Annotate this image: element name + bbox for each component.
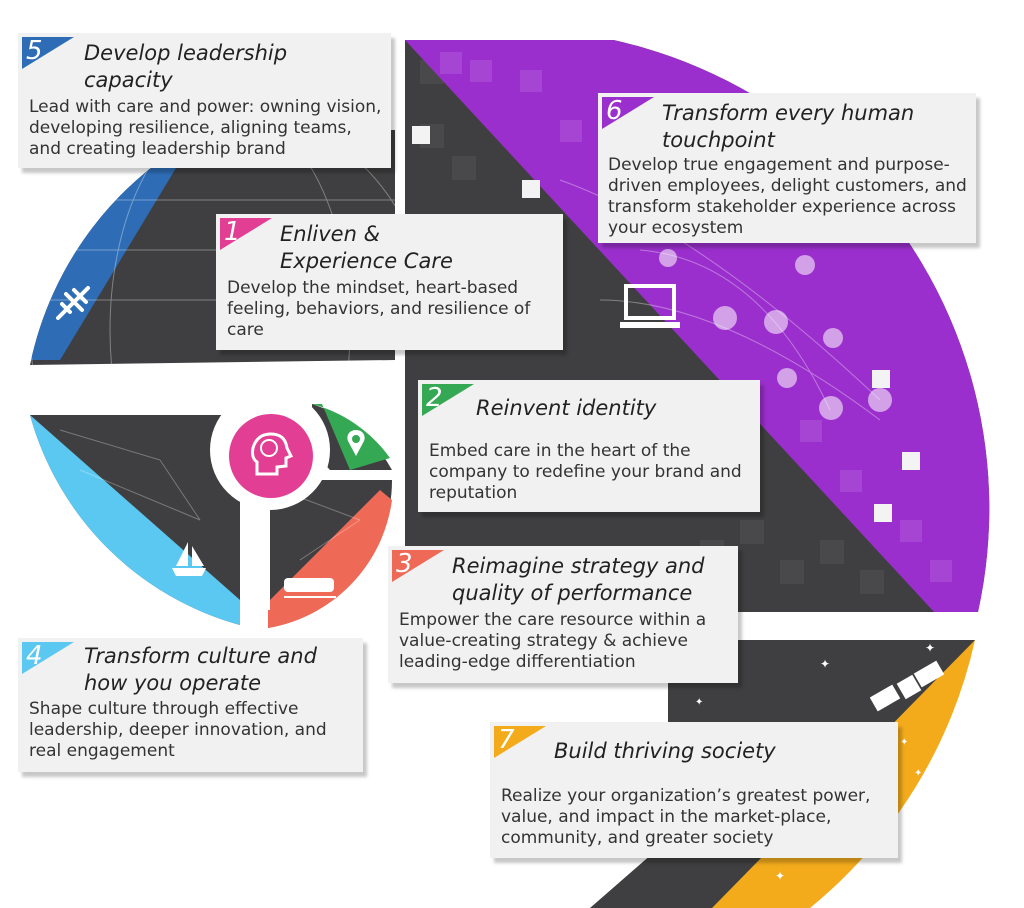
svg-text:✦: ✦ (925, 641, 935, 655)
card-reinvent-identity: 2 Reinvent identity Embed care in the he… (418, 380, 760, 512)
card-title: Enliven & Experience Care (280, 222, 453, 273)
svg-text:✦: ✦ (775, 869, 785, 883)
card-description: Realize your organization’s greatest pow… (501, 786, 871, 848)
airplane-icon (52, 282, 94, 324)
card-title: Transform every human touchpoint (662, 101, 915, 152)
number-badge: 7 (494, 725, 546, 758)
card-description: Shape culture through effective leadersh… (29, 699, 327, 761)
card-title: Reimagine strategy and quality of perfor… (452, 554, 705, 605)
card-reimagine-strategy: 3 Reimagine strategy and quality of perf… (388, 546, 738, 683)
card-transform-culture: 4 Transform culture and how you operate … (18, 638, 363, 772)
location-pin-icon (344, 428, 368, 458)
card-develop-leadership: 5 Develop leadership capacity Lead with … (18, 33, 391, 168)
number-badge: 3 (392, 549, 444, 582)
svg-text:✦: ✦ (914, 768, 922, 779)
svg-text:✦: ✦ (820, 657, 830, 671)
card-description: Empower the care resource within a value… (399, 610, 707, 672)
number-badge: 2 (422, 383, 474, 416)
card-description: Develop the mindset, heart-based feeling… (227, 278, 531, 340)
card-transform-touchpoint: 6 Transform every human touchpoint Devel… (598, 93, 976, 243)
card-title: Build thriving society (554, 739, 776, 763)
number-badge: 4 (22, 641, 74, 674)
card-description: Develop true engagement and purpose-driv… (608, 155, 967, 238)
card-description: Lead with care and power: owning vision,… (29, 97, 382, 159)
card-title: Reinvent identity (476, 396, 657, 420)
card-description: Embed care in the heart of the company t… (429, 441, 742, 503)
card-enliven-care: 1 Enliven & Experience Care Develop the … (216, 214, 563, 350)
sailing-ship-icon (168, 538, 210, 578)
satellite-icon (869, 660, 950, 720)
svg-text:✦: ✦ (695, 697, 703, 708)
number-badge: 1 (220, 217, 272, 250)
card-title: Develop leadership capacity (84, 41, 288, 92)
svg-text:✦: ✦ (860, 890, 868, 901)
train-icon (282, 574, 338, 600)
person-brain-icon (229, 414, 313, 498)
number-badge: 5 (22, 36, 74, 69)
laptop-icon (618, 284, 682, 332)
card-build-society: 7 Build thriving society Realize your or… (490, 722, 898, 858)
svg-text:✦: ✦ (900, 737, 908, 748)
card-title: Transform culture and how you operate (84, 644, 317, 695)
number-badge: 6 (602, 96, 654, 129)
